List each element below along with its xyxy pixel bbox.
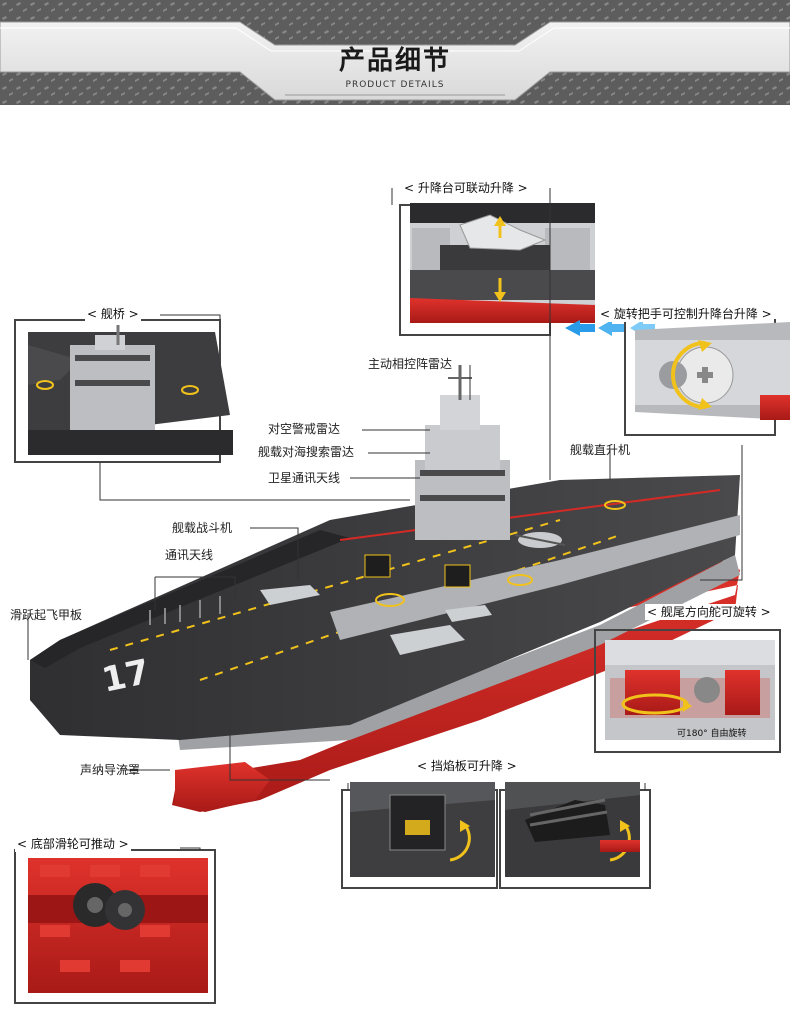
label-satellite-antenna: 卫星通讯天线: [268, 471, 341, 485]
callout-rudder: < 舰尾方向舵可旋转 >: [645, 604, 773, 620]
label-helicopter: 舰载直升机: [570, 443, 631, 457]
bridge-detail: [14, 319, 233, 463]
label-air-search-radar: 对空警戒雷达: [268, 422, 341, 436]
deflector-detail: [341, 782, 651, 889]
label-ski-jump-deck: 滑跃起飞甲板: [10, 608, 83, 622]
callout-bridge: < 舰桥 >: [85, 306, 141, 322]
rotate-handle-detail: [624, 319, 790, 436]
leader-lines: [27, 188, 743, 850]
rudder-detail: [594, 629, 781, 753]
aircraft-carrier-model: [30, 365, 740, 812]
label-sonar-dome: 声纳导流罩: [80, 763, 141, 777]
label-comm-antenna: 通讯天线: [165, 548, 214, 562]
rudder-rotation-note: 可180° 自由旋转: [677, 727, 747, 739]
banner-title: 产品细节: [338, 46, 451, 76]
lift-platform-detail: [399, 203, 595, 336]
label-sea-search-radar: 舰载对海搜索雷达: [258, 445, 355, 459]
callout-lift-platform: < 升降台可联动升降 >: [402, 180, 530, 196]
wheels-detail: [14, 849, 216, 1004]
hull-number: 17: [99, 652, 154, 701]
banner-subtitle: PRODUCT DETAILS: [345, 80, 445, 90]
callout-wheels: < 底部滑轮可推动 >: [15, 836, 131, 852]
callout-deflector: < 挡焰板可升降 >: [415, 758, 519, 774]
banner-metal-frame: [0, 0, 790, 105]
label-fighter-jet: 舰载战斗机: [172, 521, 233, 535]
callout-rotate-handle: < 旋转把手可控制升降台升降 >: [598, 306, 774, 322]
label-phased-array-radar: 主动相控阵雷达: [368, 357, 453, 371]
